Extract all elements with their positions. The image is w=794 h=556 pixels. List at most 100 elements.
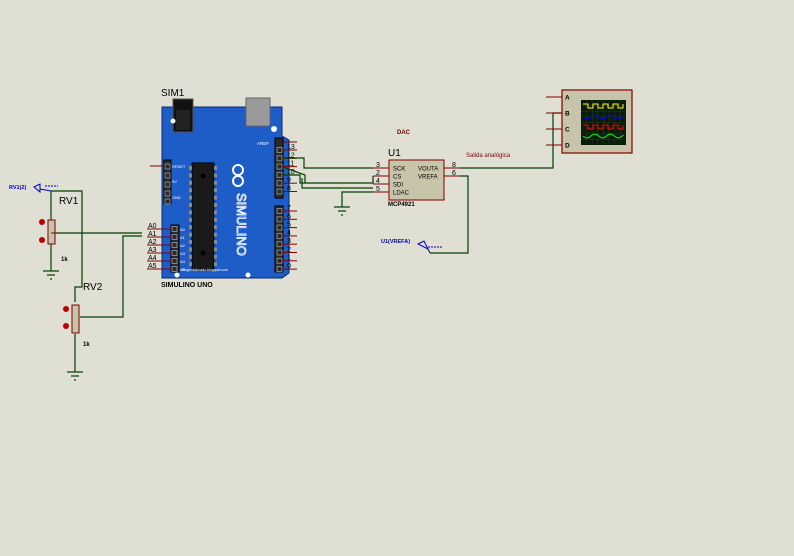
pin-label: A1 [148,231,157,238]
pin-silk: A4 [180,259,186,264]
rv1-body [47,219,56,245]
terminal-icon [416,240,430,251]
wire-sdi-a[interactable] [282,166,306,183]
chip-pin [214,210,217,215]
power-label: GND [172,195,181,200]
mount-hole [174,272,180,278]
pin-label: 13 [287,144,295,151]
scope-channel-label: D [565,143,570,150]
chip-pin [189,225,192,230]
power-label: RESET [172,164,186,169]
rv2-value: 1k [83,342,90,348]
chip-pin [214,262,217,267]
pin-pad [171,226,178,232]
chip-pin [214,247,217,252]
dac-pin-number: 3 [376,162,380,169]
pin-label: 1 [287,255,291,262]
pin-pad [276,155,283,162]
pin-pad [171,266,178,272]
wire-vref[interactable] [430,175,469,254]
pin-label: 8 [287,186,291,193]
wire-ldac[interactable] [341,191,373,207]
rv1-value: 1k [61,257,68,263]
rv2-increase-button[interactable] [63,306,69,312]
rv1-decrease-button[interactable] [39,237,45,243]
chip-pin [214,232,217,237]
ground-symbols [43,206,350,381]
pin-label: A2 [148,239,157,246]
chip-pin [189,203,192,207]
power-jack-inner [176,110,190,130]
rv1-ref: RV1 [59,196,79,207]
terminal-rv1[interactable]: RV1(2) [9,183,58,194]
scope-channel-label: A [565,95,570,102]
chip-pin [189,210,192,215]
chip-pin [189,240,192,244]
pin-silk: A3 [180,251,186,256]
pin-pad [164,181,171,188]
pin-pad [276,208,283,214]
pin-label: 6 [287,213,291,220]
arduino-board[interactable]: SIM1 SIMULINO SIMULINO UNO blogembarcado… [161,88,290,289]
rv2-ref: RV2 [83,282,103,293]
pot-rv1[interactable]: RV1 1k [39,196,79,263]
dac-pin-number: 8 [452,162,456,169]
chip-pin [214,225,217,230]
dac-title: DAC [397,130,411,136]
arduino-ref: SIM1 [161,88,185,99]
arduino-part: SIMULINO UNO [161,282,213,289]
chip-pin [189,247,192,252]
wire-bus[interactable] [51,190,83,302]
wire-sck[interactable] [283,157,373,169]
wire-vout[interactable] [460,112,562,169]
chip-pin [214,240,217,244]
wire-sdi[interactable] [301,178,373,189]
terminal-vref[interactable]: U1(VREFA) [381,239,442,254]
pin-pad [171,258,178,264]
wire-rv2-a2[interactable] [80,235,142,318]
rv2-decrease-button[interactable] [63,323,69,329]
chip-pin [214,166,217,170]
pin-pad [164,198,171,205]
chip-pin [214,195,217,200]
dac-pin-number: 2 [376,170,380,177]
mount-hole [245,272,251,278]
chip-pin [214,180,217,185]
pin-pad [276,171,283,178]
mount-hole [170,118,176,124]
wire-cs[interactable] [283,174,374,184]
chip-pin [214,254,217,259]
pin-silk: A5 [180,267,186,272]
chip-dot [200,250,206,256]
header-digital-high [274,137,284,199]
rv2-body [71,304,80,334]
dac-pin-name: VREFA [418,175,438,181]
pin-label: 7 [287,205,291,212]
pin-pad [276,180,283,187]
pin-label: 11 [287,161,294,168]
dac-part: MCP4921 [388,202,415,208]
mount-hole [271,126,277,132]
scope-trace-a [583,103,624,109]
ground-icon [43,270,59,280]
chip-pin [189,217,192,222]
chip-pin [189,180,192,185]
pin-pad [276,266,283,273]
atmega-chip [191,162,215,271]
chip-pin [189,254,192,259]
dac-pin-number: 4 [376,178,380,185]
pot-rv2[interactable]: RV2 1k [63,282,103,348]
wires [50,112,562,372]
pin-label: A5 [148,263,157,270]
power-label: 5V [172,179,177,184]
rv1-increase-button[interactable] [39,219,45,225]
dac-pin-name: CS [393,175,401,181]
scope-trace-b [582,114,624,120]
pin-pad [171,234,178,240]
terminal-lead [427,248,431,254]
header-analog [170,224,180,273]
dac-pin-name: SDI [393,183,403,189]
